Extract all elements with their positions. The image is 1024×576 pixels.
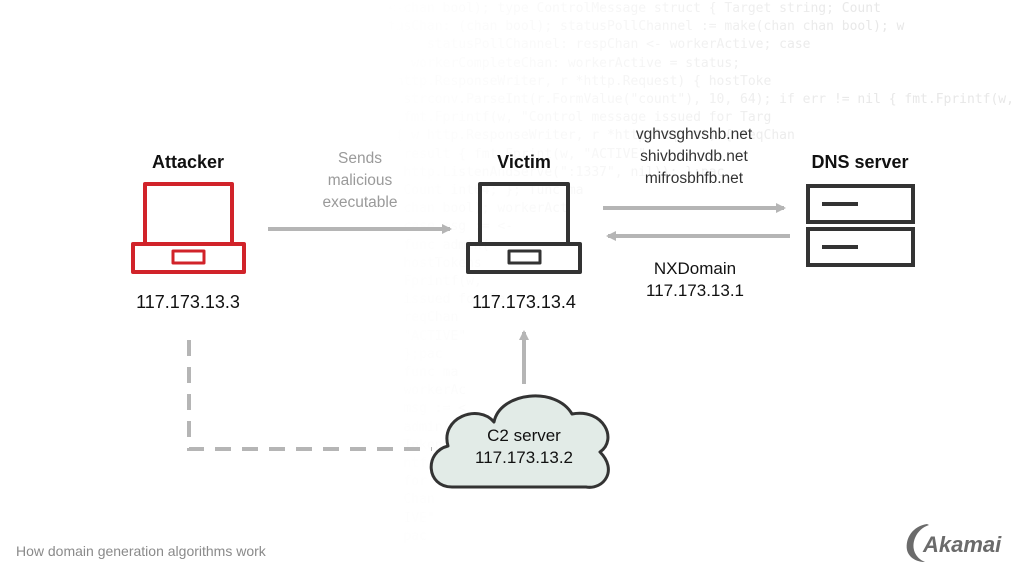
akamai-logo-icon [906,524,929,562]
background-code-line: func ma [380,365,459,381]
victim-title: Victim [497,152,551,172]
background-code-line: IVE" [380,510,435,526]
background-code: (<-chan bool); type ControlMessage struc… [380,0,1024,576]
attacker-ip: 117.173.13.3 [136,292,240,312]
sends-note-line: executable [322,194,398,211]
background-code-line: Fprintf(w, [380,274,482,290]
background-code-line: pac [380,528,427,544]
dns-server-icon [806,184,915,267]
victim-ip: 117.173.13.4 [472,292,576,312]
attacker-title: Attacker [151,152,225,172]
background-code-line: workerCompleteChan: workerActive = statu… [380,55,741,71]
background-code-line: workerAc [380,383,467,399]
attacker-laptop-icon [131,182,246,274]
sends-note: Sends malicious executable [300,148,420,214]
sends-note-line: malicious [327,172,393,189]
victim-laptop-icon [466,182,582,274]
attacker-c2-dashed-link [187,340,432,451]
c2-title: C2 server [487,426,561,445]
background-code-line: Chan [380,492,435,508]
background-code-line: issued for Ta [380,292,506,308]
background-code-line: chan bool); workerAct [380,201,568,217]
footer-caption: How domain generation algorithms work [16,543,266,559]
background-code-line: Count int64; }; func ma [380,183,584,199]
sends-note-line: Sends [338,150,382,167]
background-code-line: };pac [380,346,443,362]
dns-response-label: NXDomain 117.173.13.1 [620,258,770,302]
queried-domain-list: vghvsghvshb.net shivbdihvdb.net mifrosbh… [614,124,774,190]
background-code-line: hostTokens [380,255,482,271]
background-code-line: http.ListenAndServe(":1337", nil)); };pa… [380,164,725,180]
brand-name: Akamai [923,532,1002,557]
dns-title: DNS server [811,152,909,172]
background-code-line: admin( [380,419,451,435]
queried-domain: mifrosbhfb.net [644,170,744,187]
queried-domain: vghvsghvshb.net [635,126,753,143]
nxdomain-text: NXDomain [653,259,737,278]
background-code-line: atusChan: (chan bool); statusPollChannel… [380,19,905,35]
background-code-line: http.ResponseWriter, r *http.Request) { … [380,73,772,89]
c2-label: C2 server 117.173.13.2 [454,425,594,469]
background-code-line: statusPollChannel: respChan <- workerAct… [380,37,811,53]
background-code-line: strconv.ParseInt(r.FormValue("count"), 1… [380,92,1014,108]
background-code-line: result { fmt.Fprint(w, "ACTIVE" [380,146,647,162]
background-code-line: msg := < [380,401,467,417]
c2-cloud-icon [429,394,610,489]
queried-domain: shivbdihvdb.net [640,148,748,165]
background-code-line: reqChan [380,310,459,326]
background-code-line: ( w http.ResponseWriter, r *http.Request… [380,128,795,144]
background-code-line: (<-chan bool); type ControlMessage struc… [380,1,881,16]
dns-server-ip: 117.173.13.1 [646,281,744,300]
background-code-line: "ACTIVE" [380,328,467,344]
background-code-line: fmt.Fprintf(w, "Control message issued f… [380,110,772,126]
c2-ip: 117.173.13.2 [475,448,573,467]
